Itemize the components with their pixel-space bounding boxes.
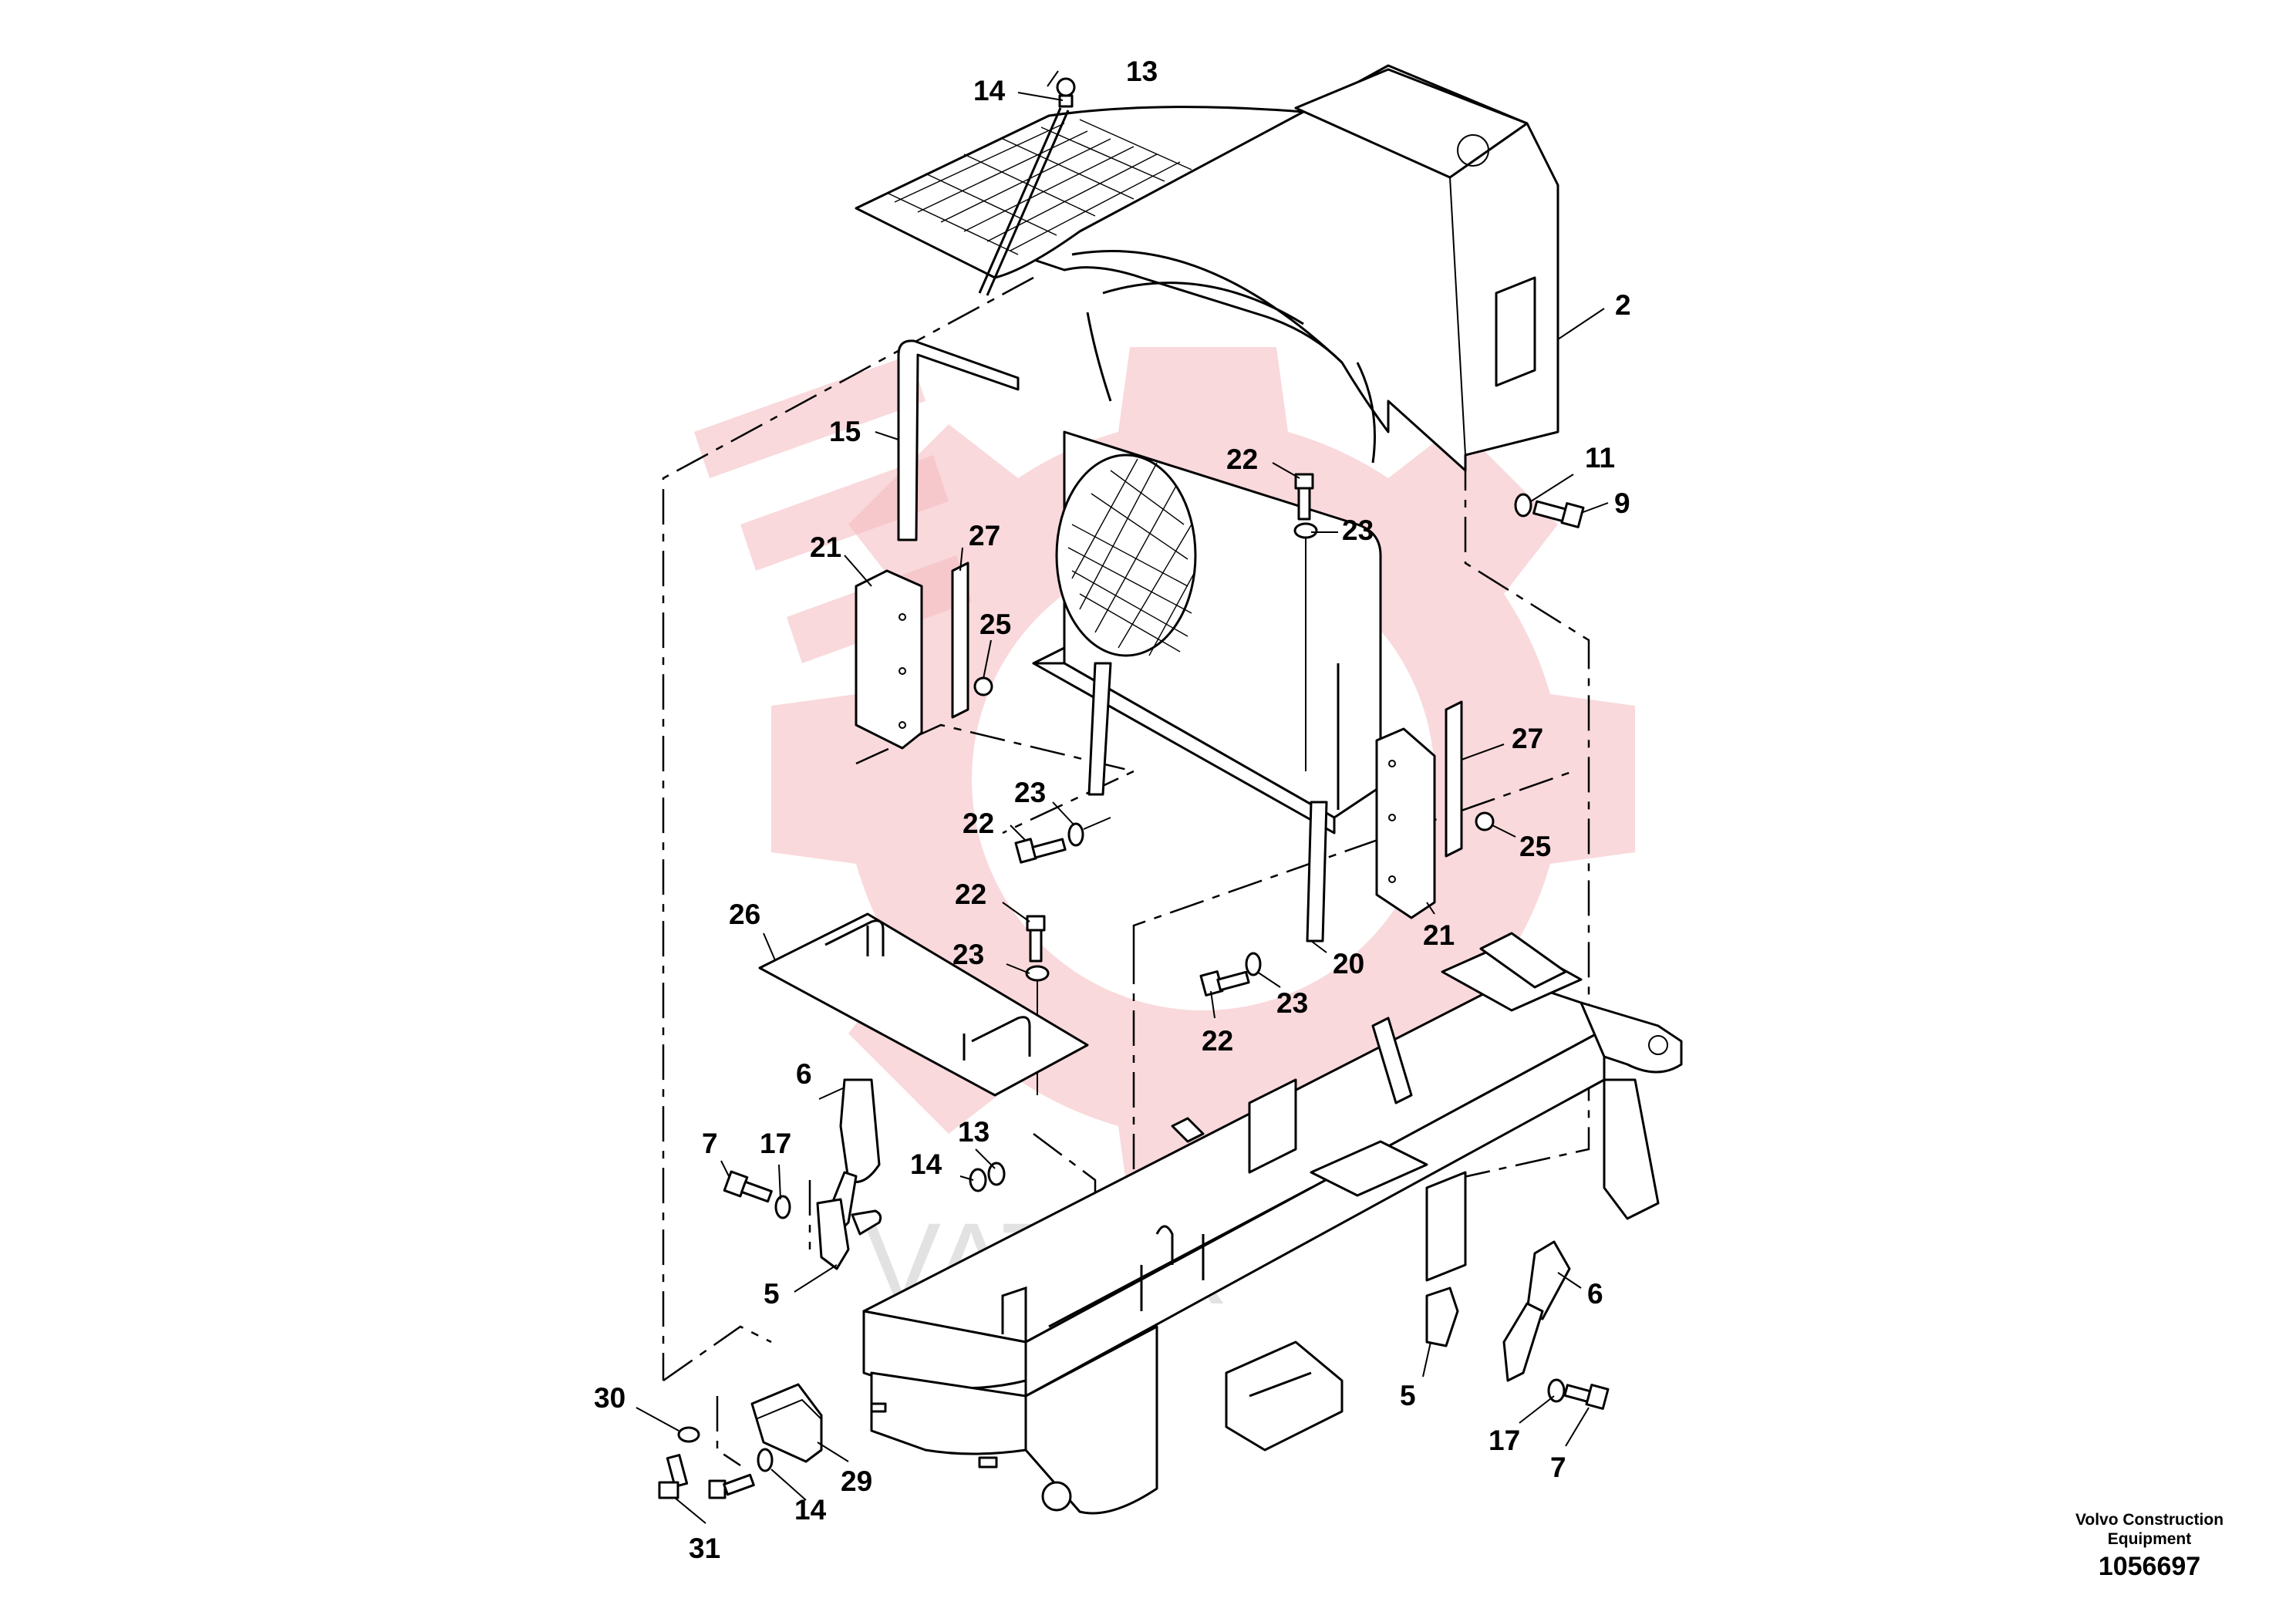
callout-numbers: 13 14 2 15 22 11 23 9 21 27 25 27 23 22 … [594,56,1631,1564]
callout-7: 7 [1550,1452,1566,1483]
callout-leader-lines [636,70,1609,1524]
fan-shroud-mesh [1067,458,1196,656]
part-14-support-rod-top [978,77,1076,296]
part-2-engine-hood [855,64,1559,472]
callout-14: 14 [910,1148,942,1180]
callout-6: 6 [1587,1278,1603,1310]
callout-26: 26 [729,899,760,930]
callout-20: 20 [1333,948,1364,980]
part-5-catch-left [816,1198,882,1270]
callout-13: 13 [1126,56,1158,87]
part-29-box [750,1383,823,1463]
callout-23: 23 [1014,777,1046,808]
callout-17: 17 [1489,1425,1520,1456]
part-13-14-nut-washer-left [969,1162,1006,1192]
callout-2: 2 [1615,289,1631,321]
callout-5: 5 [764,1278,780,1310]
callout-13: 13 [958,1116,990,1148]
part-22-23-bolt-set-lower-left [1025,915,1050,1095]
part-27-strip-left [951,561,969,719]
part-22-23-bolt-set-middle [1014,817,1111,864]
part-11-9-bolt-right [1514,493,1585,528]
part-7-17-bolt-left [723,1170,791,1219]
callout-22: 22 [1202,1025,1233,1057]
main-frame-chassis [862,932,1683,1515]
callout-14: 14 [794,1494,827,1526]
callout-23: 23 [1276,987,1308,1019]
callout-22: 22 [955,878,986,910]
part-22-23-bolt-set-lower-right [1199,952,1262,996]
callout-5: 5 [1400,1380,1416,1411]
part-27-strip-right [1445,700,1463,858]
part-7-17-bolt-right [1547,1378,1610,1410]
part-31-bolt [658,1454,689,1499]
part-26-tray [758,912,1089,1097]
part-20-fan-shroud [1032,430,1382,943]
callout-14: 14 [973,75,1006,106]
part-30-washer [677,1426,700,1443]
part-21-side-plate-left [855,569,923,750]
callout-22: 22 [963,808,994,839]
callout-6: 6 [796,1058,812,1090]
callout-9: 9 [1614,487,1630,519]
callout-30: 30 [594,1382,625,1414]
callout-21: 21 [810,531,841,563]
callout-15: 15 [829,416,861,447]
credit-company-name: Volvo Construction Equipment [2075,1511,2224,1548]
callout-31: 31 [689,1533,720,1564]
part-22-23-bolt-set-top [1293,473,1318,771]
callout-11: 11 [1585,442,1615,474]
callout-29: 29 [841,1465,872,1497]
part-25-nut-left [973,676,993,696]
callout-25: 25 [979,609,1011,640]
callout-23: 23 [952,939,984,970]
callout-27: 27 [969,520,1000,551]
part-21-side-plate-right [1375,727,1436,919]
part-25-nut-right [1475,811,1495,831]
callout-27: 27 [1512,723,1543,754]
callout-7: 7 [702,1128,718,1159]
callout-23: 23 [1342,514,1374,546]
credit-drawing-number: 1056697 [2098,1552,2201,1581]
part-5-catch-right [1425,1286,1459,1347]
callout-21: 21 [1423,919,1455,951]
part-6-latch-right [1502,1240,1571,1382]
callout-22: 22 [1226,443,1258,475]
part-14-bolt-bottom [708,1448,774,1499]
hood-top-grille [886,119,1192,255]
callout-25: 25 [1519,831,1551,862]
callout-17: 17 [760,1128,791,1159]
part-15-u-bracket [897,339,1020,541]
